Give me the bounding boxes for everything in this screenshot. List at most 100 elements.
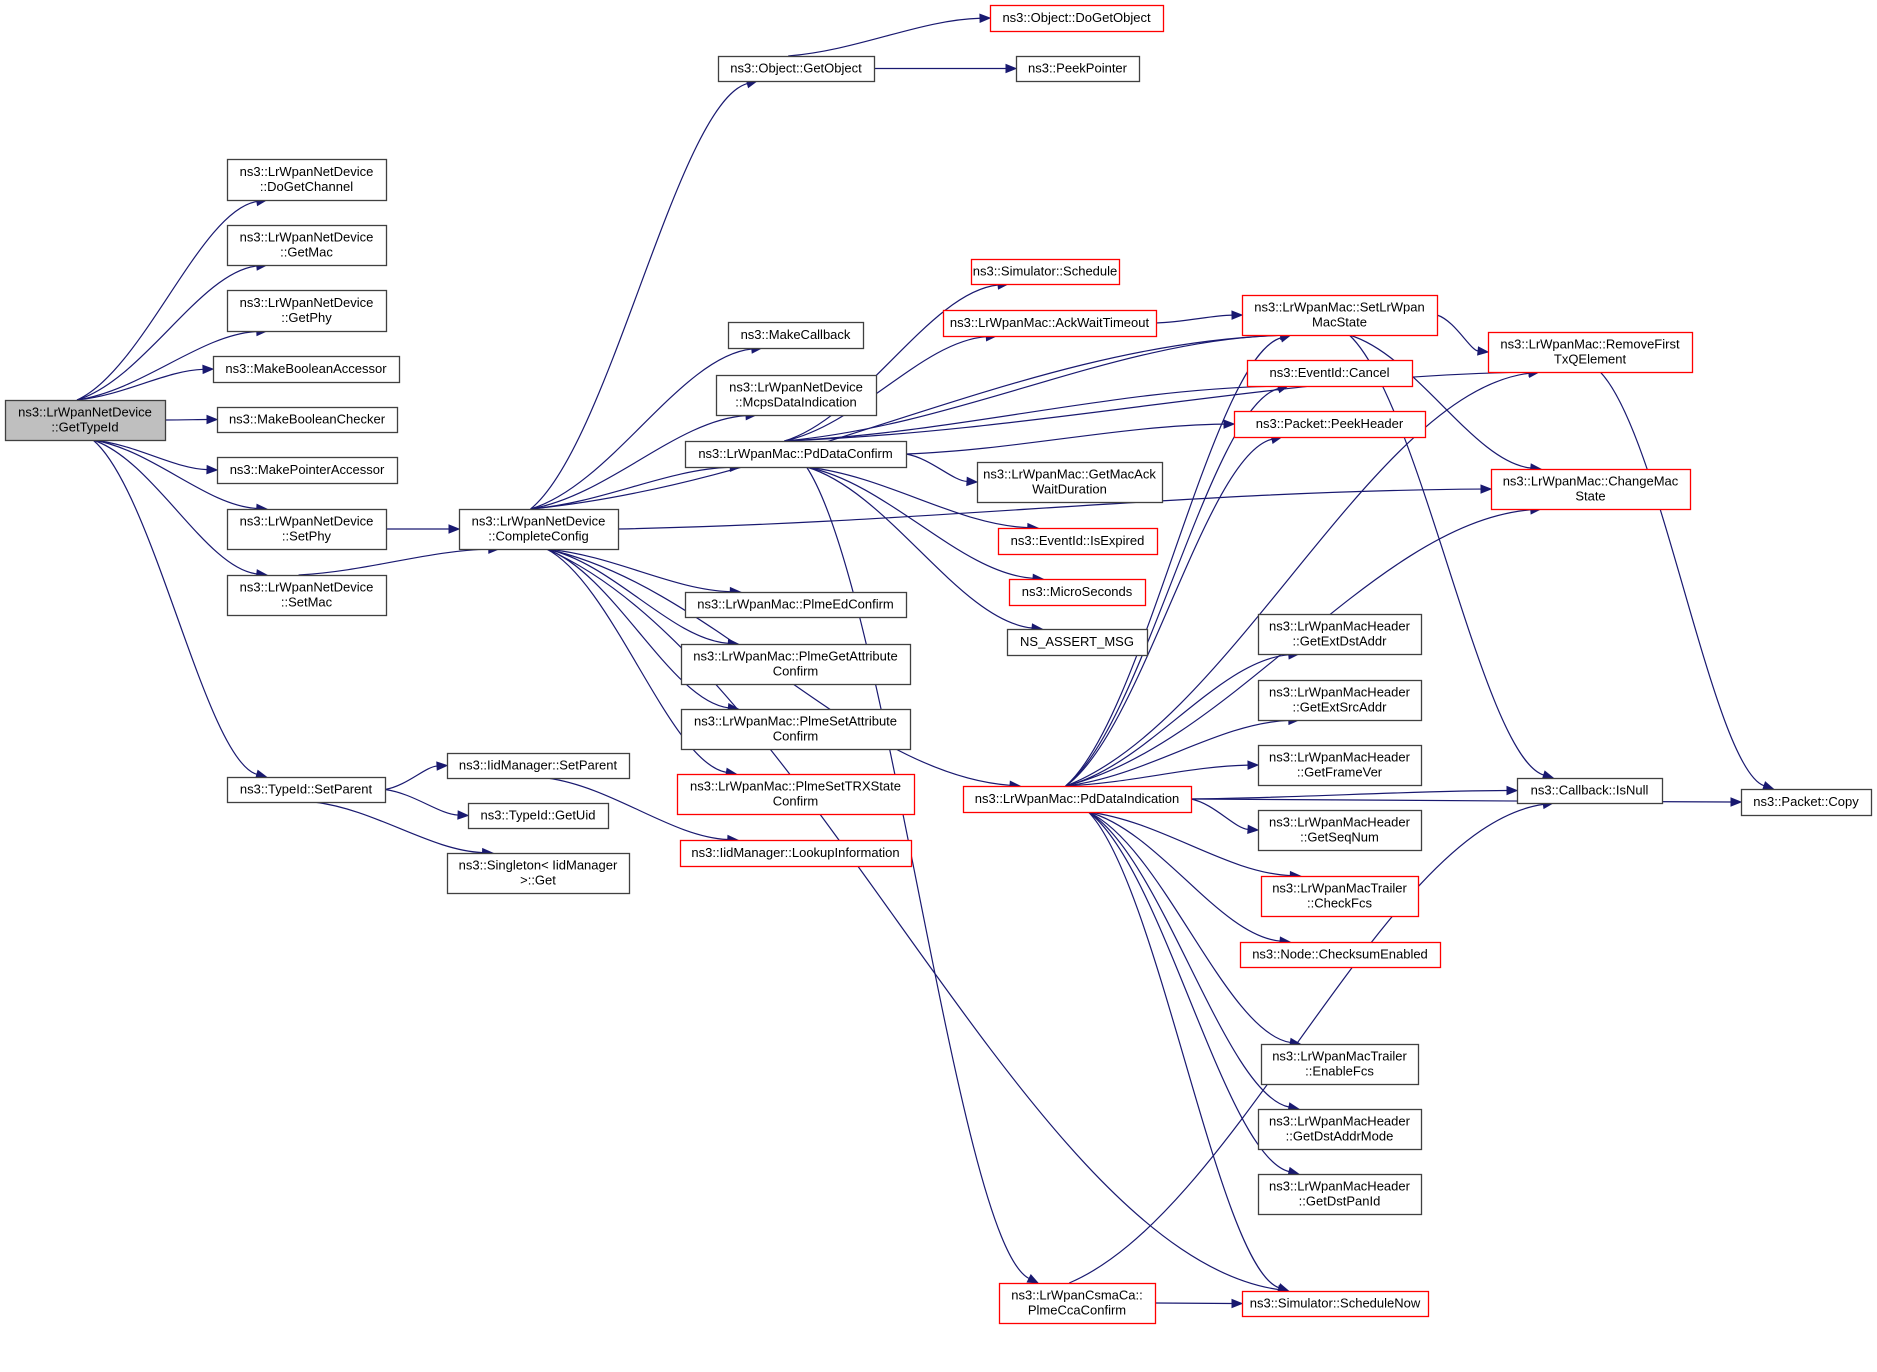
node-peek-header[interactable]: ns3::Packet::PeekHeader [1233, 410, 1427, 439]
nodes-layer: ns3::LrWpanNetDevice::GetTypeIdns3::LrWp… [4, 4, 1873, 1325]
node-get-ext-src[interactable]: ns3::LrWpanMacHeader::GetExtSrcAddr [1257, 679, 1423, 722]
edge-set-phy-to-complete-config [386, 524, 461, 534]
node-label: ns3::LrWpanMac::PlmeSetTRXState [690, 779, 901, 794]
node-make-bool-chk[interactable]: ns3::MakeBooleanChecker [216, 406, 399, 434]
node-label: ns3::LrWpanMac::GetMacAck [983, 467, 1156, 482]
node-label: ns3::Node::ChecksumEnabled [1252, 947, 1428, 962]
node-box [680, 708, 912, 751]
node-lookup-info[interactable]: ns3::IidManager::LookupInformation [679, 839, 913, 868]
node-label: ns3::LrWpanMacHeader [1269, 750, 1411, 765]
edge-line [530, 83, 748, 510]
node-get-ext-dst[interactable]: ns3::LrWpanMacHeader::GetExtDstAddr [1257, 613, 1423, 656]
node-ns-assert-msg[interactable]: NS_ASSERT_MSG [1006, 628, 1149, 657]
edge-get-object-to-peek-pointer [873, 63, 1018, 74]
node-check-fcs[interactable]: ns3::LrWpanMacTrailer::CheckFcs [1260, 875, 1420, 918]
node-pd-data-ind[interactable]: ns3::LrWpanMac::PdDataIndication [962, 785, 1193, 814]
node-checksum-enabled[interactable]: ns3::Node::ChecksumEnabled [1239, 941, 1442, 969]
node-label: ::SetPhy [282, 529, 332, 544]
node-is-expired[interactable]: ns3::EventId::IsExpired [997, 527, 1159, 556]
edge-line [1087, 811, 1280, 1289]
node-label: ns3::LrWpanNetDevice [472, 514, 606, 529]
node-box [1246, 359, 1414, 388]
node-box [1260, 1043, 1420, 1086]
edge-line [784, 334, 1281, 442]
node-complete-config[interactable]: ns3::LrWpanNetDevice::CompleteConfig [458, 508, 620, 551]
node-label: ns3::LrWpanMacHeader [1269, 815, 1411, 830]
node-set-mac[interactable]: ns3::LrWpanNetDevice::SetMac [226, 574, 388, 617]
node-singleton-get[interactable]: ns3::Singleton< IidManager>::Get [446, 852, 631, 895]
node-label: ::SetMac [281, 595, 333, 610]
edge-pd-data-ind-to-get-frame-ver [1065, 760, 1260, 787]
node-type-id-set-parent[interactable]: ns3::TypeId::SetParent [226, 776, 387, 804]
node-label: Confirm [773, 794, 819, 809]
node-get-mac[interactable]: ns3::LrWpanNetDevice::GetMac [226, 224, 388, 267]
node-label: ns3::LrWpanMac::PlmeGetAttribute [693, 649, 897, 664]
node-get-object[interactable]: ns3::Object::GetObject [717, 55, 876, 83]
node-box [1241, 294, 1439, 337]
edge-line [905, 453, 968, 483]
node-event-cancel[interactable]: ns3::EventId::Cancel [1246, 359, 1414, 388]
edge-line [1088, 811, 1291, 1044]
edge-line [1068, 803, 1544, 1284]
node-do-get-channel[interactable]: ns3::LrWpanNetDevice::DoGetChannel [226, 158, 388, 202]
node-get-dst-addr-mode[interactable]: ns3::LrWpanMacHeader::GetDstAddrMode [1257, 1108, 1423, 1151]
node-is-null[interactable]: ns3::Callback::IsNull [1516, 777, 1664, 805]
edge-line [784, 371, 1530, 442]
node-do-get-object[interactable]: ns3::Object::DoGetObject [989, 4, 1165, 33]
edge-type-id-set-parent-to-get-uid [384, 788, 470, 820]
node-label: ns3::LrWpanMac::PdDataConfirm [698, 446, 892, 461]
node-make-bool-acc[interactable]: ns3::MakeBooleanAccessor [212, 355, 401, 384]
node-peek-pointer[interactable]: ns3::PeekPointer [1015, 55, 1141, 83]
node-schedule-now[interactable]: ns3::Simulator::ScheduleNow [1241, 1290, 1430, 1318]
node-enable-fcs[interactable]: ns3::LrWpanMacTrailer::EnableFcs [1260, 1043, 1420, 1086]
node-ack-wait-timeout[interactable]: ns3::LrWpanMac::AckWaitTimeout [942, 309, 1158, 338]
node-make-callback[interactable]: ns3::MakeCallback [727, 321, 865, 350]
node-label: ns3::MakeBooleanChecker [229, 412, 386, 427]
node-get-dst-pan-id[interactable]: ns3::LrWpanMacHeader::GetDstPanId [1257, 1173, 1423, 1216]
edge-remove-first-tx-to-packet-copy [1599, 371, 1775, 791]
node-label: ::GetDstPanId [1299, 1194, 1381, 1209]
edge-pd-data-ind-to-get-seq-num [1190, 798, 1260, 835]
edge-type-id-set-parent-to-singleton-get [313, 801, 494, 858]
arrowhead-icon [1231, 1298, 1244, 1309]
node-set-phy[interactable]: ns3::LrWpanNetDevice::SetPhy [226, 508, 388, 551]
node-box [942, 309, 1158, 338]
node-label: ns3::LrWpanMacHeader [1269, 1114, 1411, 1129]
arrowhead-icon [206, 414, 219, 425]
node-micro-seconds[interactable]: ns3::MicroSeconds [1008, 578, 1147, 607]
node-box [997, 527, 1159, 556]
arrowhead-icon [1541, 770, 1555, 780]
node-get-phy[interactable]: ns3::LrWpanNetDevice::GetPhy [226, 289, 388, 333]
node-label: ::GetExtSrcAddr [1293, 700, 1388, 715]
node-box [226, 776, 387, 804]
node-make-ptr-acc[interactable]: ns3::MakePointerAccessor [216, 456, 399, 485]
node-get-seq-num[interactable]: ns3::LrWpanMacHeader::GetSeqNum [1257, 809, 1423, 852]
node-sim-schedule[interactable]: ns3::Simulator::Schedule [970, 258, 1121, 286]
edge-get-object-to-do-get-object [788, 13, 992, 57]
edge-line [1190, 798, 1249, 830]
node-get-uid[interactable]: ns3::TypeId::GetUid [467, 802, 610, 830]
node-packet-copy[interactable]: ns3::Packet::Copy [1740, 788, 1873, 817]
node-get-frame-ver[interactable]: ns3::LrWpanMacHeader::GetFrameVer [1257, 744, 1423, 787]
edge-line [92, 439, 257, 510]
node-root[interactable]: ns3::LrWpanNetDevice::GetTypeId [4, 399, 167, 442]
edge-line [788, 17, 981, 57]
node-mcps-data-ind[interactable]: ns3::LrWpanNetDevice::McpsDataIndication [715, 374, 878, 417]
node-box [1260, 875, 1420, 918]
node-plme-cca-confirm[interactable]: ns3::LrWpanCsmaCa::PlmeCcaConfirm [998, 1282, 1157, 1325]
node-iid-set-parent[interactable]: ns3::IidManager::SetParent [446, 752, 631, 780]
node-box [680, 643, 912, 686]
edge-pd-data-confirm-to-peek-header [905, 419, 1236, 455]
node-plme-ed-confirm[interactable]: ns3::LrWpanMac::PlmeEdConfirm [684, 591, 908, 619]
node-box [226, 289, 388, 333]
node-pd-data-confirm[interactable]: ns3::LrWpanMac::PdDataConfirm [684, 440, 908, 469]
edge-line [546, 548, 731, 593]
edge-complete-config-to-schedule-now [546, 548, 1290, 1295]
